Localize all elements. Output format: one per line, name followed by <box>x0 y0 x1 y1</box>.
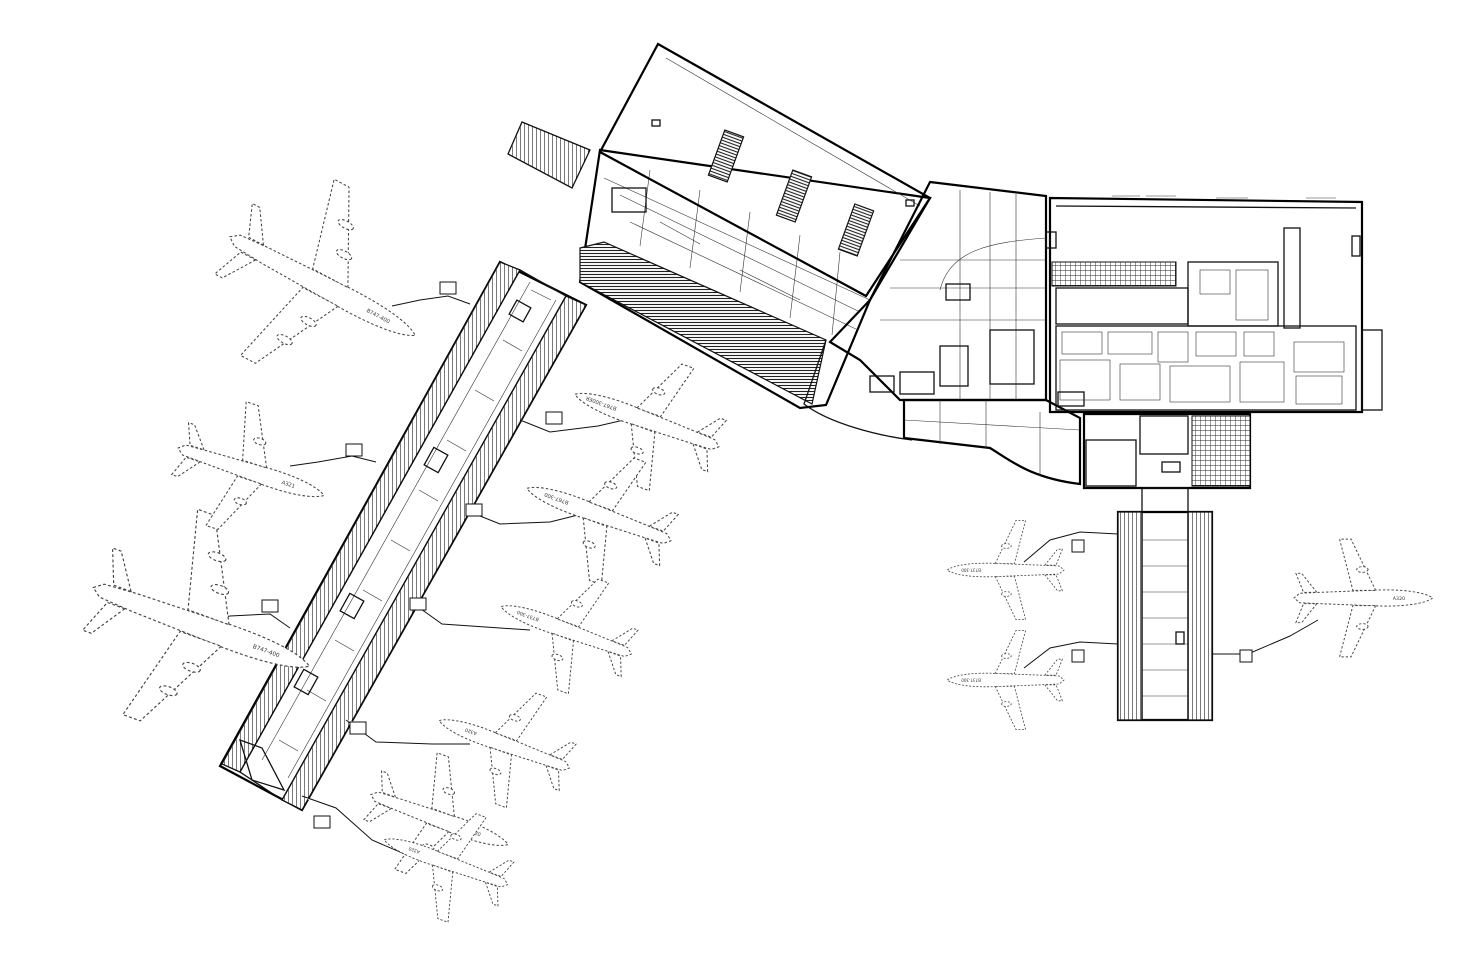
aircraft-outline <box>480 550 653 710</box>
aircraft-type-label: A320 <box>408 845 421 855</box>
roof-block <box>598 42 932 298</box>
aircraft-type-label: A320 <box>1393 596 1405 602</box>
aircraft-outline <box>182 148 463 424</box>
aircraft-outline <box>1293 538 1434 658</box>
aircraft: A320 <box>1293 538 1434 658</box>
aircraft: A320 <box>418 664 591 824</box>
aircraft-type-label: A320 <box>464 726 478 736</box>
aircraft: B737-300 <box>480 550 653 710</box>
aircraft: B737-300 <box>946 520 1065 620</box>
aircraft-type-label: A321 <box>281 480 296 490</box>
aircraft-type-label: B737-300 <box>961 677 981 682</box>
aircraft-type-label: B737-300 <box>961 567 981 572</box>
aircraft: B747-400 <box>182 148 463 424</box>
aircraft-outline <box>157 385 345 558</box>
aircraft: A321 <box>157 385 345 558</box>
south-annex <box>1082 412 1252 490</box>
lower-hall <box>902 398 1082 486</box>
aircraft: B737-300 <box>946 630 1065 730</box>
aircraft: B767-300 <box>504 426 694 603</box>
short-pier <box>1116 487 1214 722</box>
long-pier <box>218 260 588 812</box>
middle-hall <box>803 180 1048 441</box>
aircraft-layer: B747-400B747-400A321B767-300ERB767-300B7… <box>55 148 1434 938</box>
main-terminal <box>1045 195 1383 414</box>
aircraft: A320 <box>364 786 528 938</box>
aircraft: B767-300ER <box>552 332 742 509</box>
aircraft: B747-400 <box>55 484 348 770</box>
